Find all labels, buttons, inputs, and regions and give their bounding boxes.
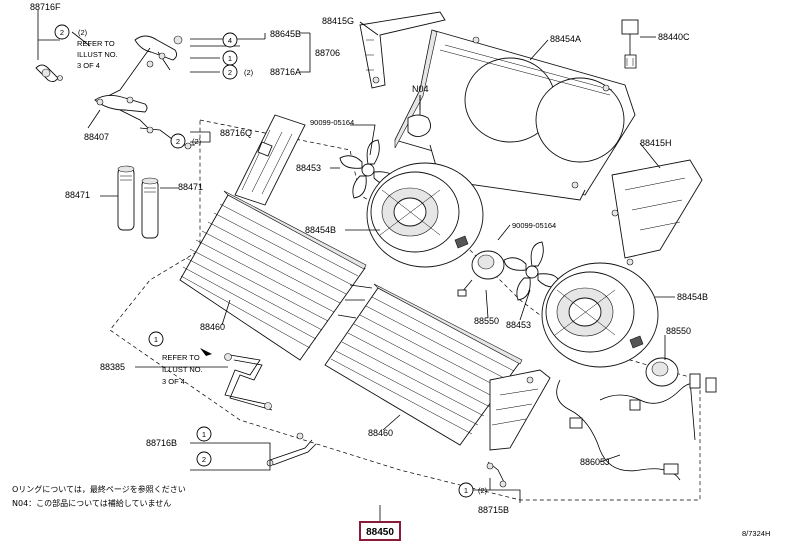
svg-text:2: 2 [228,68,232,77]
refer-note-bottom: REFER TO ILLUST NO. 3 OF 4 [162,348,212,386]
condenser-88460-lower [324,283,523,446]
label-88550-left: 88550 [474,316,499,326]
label-88471-right: 88471 [178,182,203,192]
svg-text:4: 4 [228,36,232,45]
condenser-bracket [489,369,551,451]
refer-note-top: REFER TO ILLUST NO. 3 OF 4 [77,39,118,70]
label-n04: N04 [412,84,429,94]
label-88716q: 88716Q [220,128,252,138]
fan-shroud-88454a [394,29,636,201]
label-88453-bottom: 88453 [506,320,531,330]
svg-text:REFER TO: REFER TO [77,39,115,48]
svg-text:ILLUST NO.: ILLUST NO. [162,365,203,374]
pipe-88407 [94,95,151,131]
wire-harness-88605j [556,373,717,481]
leader-lines [37,10,675,522]
label-90099-mid: 90099-05164 [512,221,556,230]
callout-2-top: 2 (2) [54,24,88,40]
pipe-88715b [486,461,507,488]
svg-text:(2): (2) [192,137,202,146]
label-88453-top: 88453 [296,163,321,173]
fan-motor-housing-88454b-upper [366,162,484,268]
part-labels: 88716F 88645B 88706 88716A 88407 88716Q … [30,2,708,515]
svg-text:(2): (2) [478,486,488,495]
label-88706: 88706 [315,48,340,58]
pipe-88385 [224,353,273,411]
svg-text:1: 1 [154,335,158,344]
svg-text:3 OF 4: 3 OF 4 [77,61,100,70]
bracket-small [234,114,306,206]
svg-text:(2): (2) [78,28,88,37]
callout-1-d: 1 (2) [458,482,488,498]
label-88471-left: 88471 [65,190,90,200]
bracket-88415h [611,159,703,266]
condenser-88460-upper [179,190,373,361]
receiver-dryer-88471-left [117,165,135,231]
label-88415h: 88415H [640,138,672,148]
label-88645b: 88645B [270,29,301,39]
footnote-n04: N04：この部品については補給していません [12,498,171,508]
label-88715b: 88715B [478,505,509,515]
bracket-88415g [359,11,446,89]
svg-text:REFER TO: REFER TO [162,353,200,362]
label-88454a: 88454A [550,34,581,44]
pipe-88716q [139,126,195,150]
callout-1-c: 1 [196,426,212,442]
callout-2-a: 2 (2) [222,64,254,80]
callout-2-q: 2 (2) [170,133,202,149]
callout-4: 4 [222,32,238,48]
svg-text:(2): (2) [244,68,254,77]
svg-text:88450: 88450 [366,527,394,538]
refer-arrow-bottom [200,348,212,356]
label-88440c: 88440C [658,32,690,42]
label-88460-top: 88460 [200,322,225,332]
svg-text:1: 1 [202,430,206,439]
svg-text:2: 2 [176,137,180,146]
label-88454b-left: 88454B [305,225,336,235]
label-88716f: 88716F [30,2,61,12]
relay-88440c [621,19,639,69]
label-88716b: 88716B [146,438,177,448]
svg-text:2: 2 [60,28,64,37]
main-part-number[interactable]: 88450 [359,521,401,541]
label-88407: 88407 [84,132,109,142]
label-88454b-right: 88454B [677,292,708,302]
label-90099-top: 90099-05164 [310,118,354,127]
label-88605j: 88605J [580,457,610,467]
figure-id: 8/7324H [742,529,770,538]
label-88460-bottom: 88460 [368,428,393,438]
callout-1-b: 1 [148,331,164,347]
fan-motor-88550-right [645,357,679,387]
svg-text:2: 2 [202,455,206,464]
svg-text:3 OF 4: 3 OF 4 [162,377,185,386]
fan-motor-88550-left [457,250,505,297]
pipe-88716b [266,432,317,467]
svg-text:1: 1 [228,54,232,63]
receiver-dryer-88471-right [141,177,159,239]
fan-motor-housing-88454b-lower [541,262,659,368]
svg-text:ILLUST NO.: ILLUST NO. [77,50,118,59]
svg-text:1: 1 [464,486,468,495]
pipe-88716f [35,22,63,83]
callout-2-c: 2 [196,451,212,467]
label-88716a: 88716A [270,67,301,77]
label-88550-right: 88550 [666,326,691,336]
fan-blade-88453-lower [503,241,561,301]
callout-1-a: 1 [222,50,238,66]
label-88415g: 88415G [322,16,354,26]
footnote-oring: Oリングについては，最終ページを参照ください [12,484,186,494]
label-88385: 88385 [100,362,125,372]
